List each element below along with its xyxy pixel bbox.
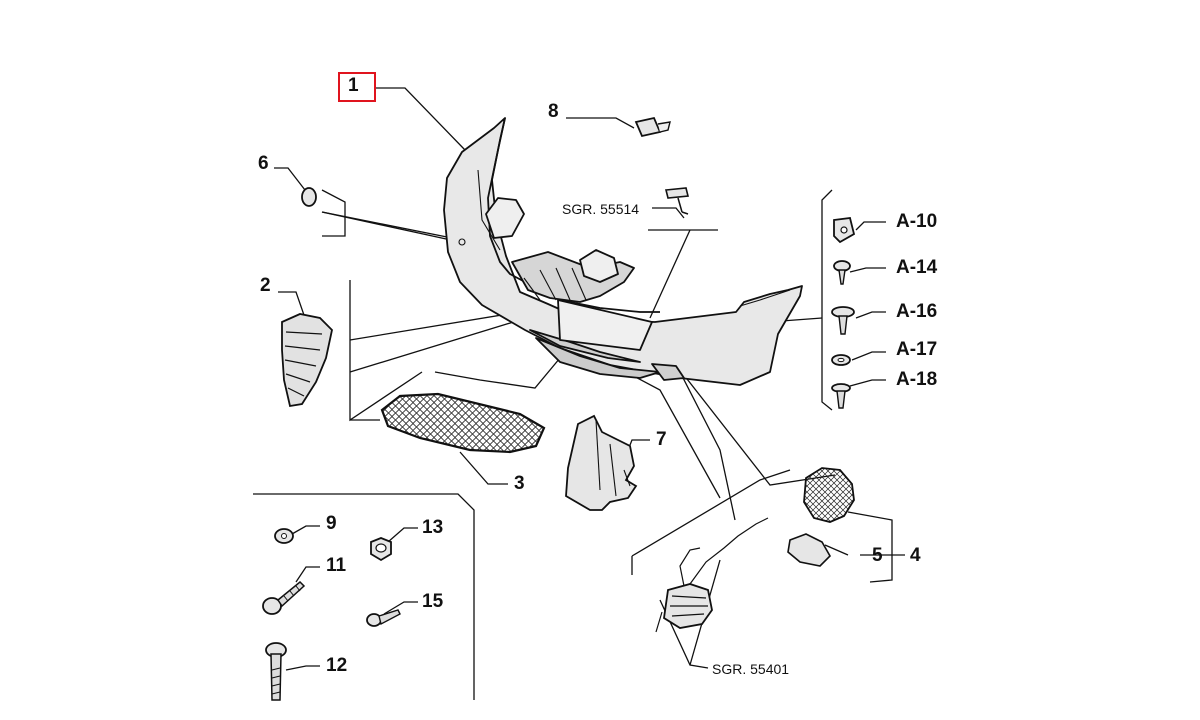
callout-a17[interactable]: A-17 — [896, 339, 938, 360]
part-a17-washer-icon — [830, 352, 852, 373]
ref-sgr-55401[interactable]: SGR. 55401 — [712, 661, 790, 677]
part-a16-rivet-icon — [830, 306, 856, 343]
callout-12[interactable]: 12 — [326, 655, 348, 676]
callout-9[interactable]: 9 — [326, 513, 337, 534]
part-6-plug-icon — [298, 186, 320, 213]
callout-13[interactable]: 13 — [422, 517, 444, 538]
callout-11[interactable]: 11 — [326, 555, 347, 576]
callout-15[interactable]: 15 — [422, 591, 444, 612]
callout-4[interactable]: 4 — [910, 545, 921, 566]
callout-8[interactable]: 8 — [548, 101, 559, 122]
part-11-screw-icon — [260, 574, 310, 623]
sgr55514-sensor-icon — [660, 184, 700, 225]
callout-7[interactable]: 7 — [656, 429, 667, 450]
ref-sgr-55514[interactable]: SGR. 55514 — [562, 201, 640, 217]
part-8-mount-icon — [632, 114, 676, 149]
part-a10-clip-icon — [830, 216, 860, 251]
callout-1-highlight — [338, 72, 376, 102]
part-15-screw-icon — [364, 604, 404, 637]
callout-1[interactable]: 1 — [348, 75, 359, 96]
callout-a18[interactable]: A-18 — [896, 369, 938, 390]
part-9-pushpin-icon — [272, 524, 298, 553]
part-12-bolt-icon — [262, 640, 292, 709]
callout-3[interactable]: 3 — [514, 473, 525, 494]
callout-2[interactable]: 2 — [260, 275, 271, 296]
part-a18-bolt-icon — [830, 382, 852, 417]
callout-a10[interactable]: A-10 — [896, 211, 938, 232]
callout-a16[interactable]: A-16 — [896, 301, 938, 322]
part-a14-screw-icon — [832, 260, 852, 293]
part-13-nut-icon — [366, 534, 396, 569]
callout-a14[interactable]: A-14 — [896, 257, 938, 278]
callout-6[interactable]: 6 — [258, 153, 269, 174]
callout-5[interactable]: 5 — [872, 545, 883, 566]
